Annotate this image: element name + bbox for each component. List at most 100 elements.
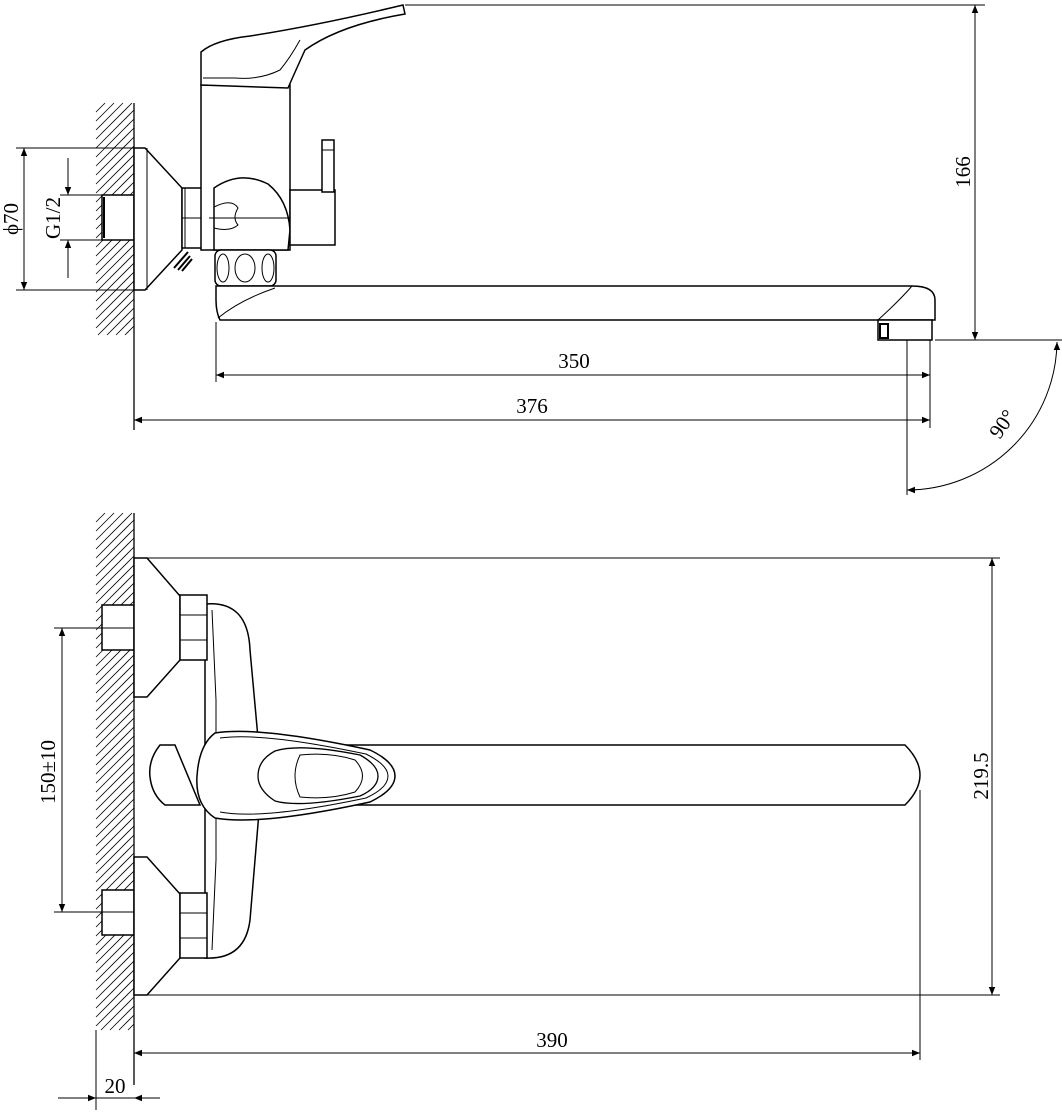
hatch-line: [95, 663, 135, 703]
hatch-line: [97, 298, 135, 336]
hatch-line: [95, 699, 135, 739]
hatch-line: [95, 280, 135, 320]
hatch-line: [95, 546, 135, 586]
hatch-line: [95, 852, 135, 892]
dim-label-150: 150±10: [36, 740, 60, 804]
hatch-line: [95, 118, 135, 158]
pipe-stub: [101, 194, 135, 241]
handle-slot-inner: [294, 753, 363, 799]
hatch-line: [95, 145, 135, 185]
hatch-line: [95, 708, 135, 748]
dim-arc-90: [906, 341, 1061, 494]
hatch-line: [95, 528, 135, 568]
hatch-line: [95, 512, 133, 550]
hatch-line: [95, 645, 135, 685]
hatch-line: [95, 834, 135, 874]
hatch-line: [95, 136, 135, 176]
hatch-line: [124, 325, 135, 336]
ring-hole: [216, 253, 230, 283]
dim-label-219-5: 219.5: [969, 752, 993, 799]
hatch-line: [95, 960, 135, 1000]
hatch-line: [95, 744, 135, 784]
hatch-line: [127, 1023, 135, 1031]
dim-label-phi70: ϕ70: [0, 203, 23, 235]
hatch-line: [118, 1014, 135, 1031]
hatch-line: [95, 109, 135, 149]
lever-handle: [200, 4, 406, 89]
hatch-line: [95, 519, 135, 559]
diverter-block: [289, 189, 336, 246]
wall-hatch-bottom: [95, 512, 135, 1031]
hatch-line: [95, 726, 135, 766]
side-view: 166 ϕ70 G1/2 350 376 90°: [0, 4, 1062, 495]
hatch-line: [95, 512, 106, 523]
hatch-line: [95, 789, 135, 829]
lever-handle-top: [196, 730, 396, 821]
body-detail: [213, 202, 239, 230]
hatch-line: [95, 564, 135, 604]
hatch-line: [100, 996, 135, 1031]
dim-label-390: 390: [536, 1028, 568, 1052]
dim-label-90: 90°: [984, 405, 1021, 443]
hatch-line: [95, 717, 135, 757]
diverter-lever: [321, 139, 335, 193]
dim-label-376: 376: [516, 394, 548, 418]
hatch-line: [95, 672, 135, 712]
hex-nut-upper: [179, 594, 208, 661]
ring-hole: [261, 253, 275, 283]
hatch-line: [95, 933, 135, 973]
hatch-line: [95, 654, 135, 694]
hatch-line: [95, 681, 135, 721]
hatch-line: [95, 762, 135, 802]
hatch-line: [95, 771, 135, 811]
hatch-line: [95, 816, 135, 856]
hatch-line: [95, 807, 135, 847]
hatch-line: [95, 127, 135, 167]
hatch-line: [95, 262, 135, 302]
hatch-line: [95, 154, 135, 194]
dim-label-166: 166: [951, 156, 975, 188]
hatch-line: [95, 271, 135, 311]
hatch-line: [95, 987, 135, 1027]
hatch-line: [95, 102, 106, 113]
handle-inner-edge: [219, 736, 389, 815]
aerator-detail: [879, 323, 889, 339]
hatch-line: [95, 253, 135, 293]
hatch-line: [95, 978, 135, 1018]
hatch-line: [109, 1005, 135, 1031]
hatch-line: [95, 825, 135, 865]
dim-label-20: 20: [105, 1074, 126, 1098]
handle-slot: [257, 747, 379, 805]
spout: [215, 285, 936, 321]
dim-label-thread: G1/2: [41, 197, 65, 239]
spout-top: [329, 744, 921, 806]
escutcheon-upper: [133, 557, 181, 698]
hatch-line: [95, 690, 135, 730]
hatch-line: [95, 951, 135, 991]
hatch-line: [95, 753, 135, 793]
hatch-line: [95, 512, 115, 532]
hatch-line: [95, 235, 135, 275]
escutcheon: [133, 147, 183, 291]
hatch-line: [95, 102, 124, 131]
swivel-ring: [214, 249, 277, 287]
hatch-line: [115, 316, 135, 336]
hatch-line: [95, 969, 135, 1009]
hatch-line: [95, 289, 135, 329]
hatch-line: [95, 780, 135, 820]
hatch-line: [95, 942, 135, 982]
hose-connector: [173, 251, 193, 272]
rear-knob: [148, 744, 202, 806]
lever-detail: [203, 39, 301, 79]
hatch-line: [95, 512, 124, 541]
hatch-line: [95, 843, 135, 883]
dim-label-350: 350: [558, 349, 590, 373]
hex-nut-lower: [179, 892, 208, 959]
hatch-line: [95, 244, 135, 284]
hatch-line: [95, 102, 133, 140]
top-view: 219.5 150±10 390 20: [36, 512, 1000, 1110]
spout-tip-curve: [877, 285, 913, 321]
aerator: [877, 319, 933, 341]
